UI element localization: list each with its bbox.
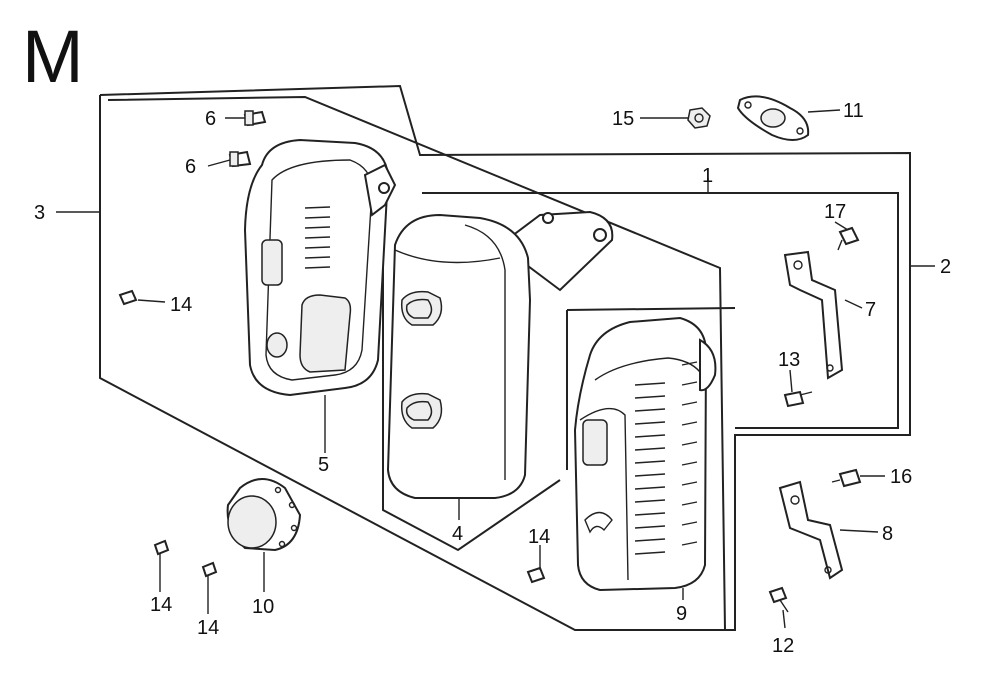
leader-lines	[56, 109, 935, 629]
muffler-stay-8-part	[778, 480, 844, 580]
section-letter: M	[22, 15, 84, 98]
callout-9: 9	[676, 603, 687, 625]
muffler-body-part	[386, 210, 614, 499]
bolt-16	[831, 468, 862, 488]
callout-4: 4	[452, 523, 463, 545]
bolt-6b	[228, 150, 252, 168]
spark-arrester-part	[226, 478, 302, 552]
group-outline-1	[422, 192, 899, 429]
bolt-17	[837, 226, 860, 251]
group-outline-9	[566, 307, 736, 311]
group-outline-inner-3	[107, 95, 726, 631]
bolt-13	[783, 390, 813, 408]
callout-6-lower: 6	[185, 156, 196, 178]
callout-6-upper: 6	[205, 108, 216, 130]
nut-15	[687, 107, 711, 129]
callout-12: 12	[772, 635, 794, 657]
group-outline-3	[99, 84, 911, 631]
callout-11: 11	[843, 100, 864, 122]
screw-14d	[526, 566, 546, 584]
callout-14-bottom-left: 14	[150, 594, 172, 616]
screw-14c	[201, 561, 218, 578]
group-outline-4	[382, 215, 561, 552]
callout-17: 17	[824, 201, 846, 223]
callout-14-left: 14	[170, 294, 192, 316]
callout-14-bottom: 14	[197, 617, 219, 639]
muffler-protector-part	[573, 316, 717, 592]
callout-1: 1	[702, 165, 713, 187]
callout-15: 15	[612, 108, 634, 130]
callout-2: 2	[940, 256, 951, 278]
callout-3: 3	[34, 202, 45, 224]
gasket-part	[736, 95, 810, 141]
callout-14-center: 14	[528, 526, 550, 548]
bolt-6a	[243, 110, 267, 127]
callout-5: 5	[318, 454, 329, 476]
heat-shield-part	[243, 138, 397, 397]
callout-16: 16	[890, 466, 912, 488]
callout-13: 13	[778, 349, 800, 371]
muffler-stay-7-part	[783, 250, 844, 380]
screw-14b	[153, 539, 170, 556]
screw-12	[768, 586, 789, 613]
callout-10: 10	[252, 596, 274, 618]
callout-8: 8	[882, 523, 893, 545]
callout-7: 7	[865, 299, 876, 321]
screw-14a	[118, 289, 138, 306]
